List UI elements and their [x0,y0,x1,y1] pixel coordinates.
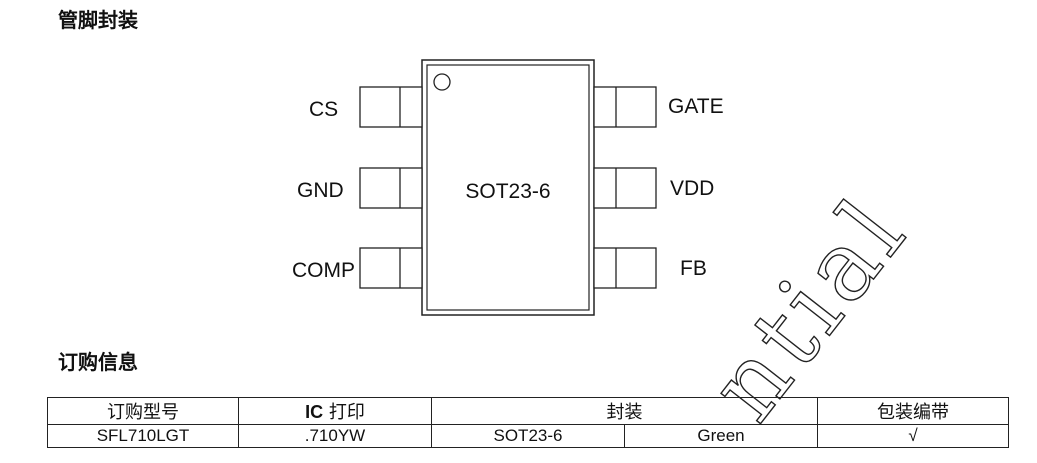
pin-comp [359,247,423,289]
pin1-marker [433,73,451,91]
cell-tape: √ [817,424,1009,448]
pin-label-gate: GATE [668,95,724,118]
pin-fb [593,247,657,289]
pin-cs [359,86,423,128]
order-info-table: 订购型号 IC 打印 封装 包装编带 SFL710LGT .710YW SOT2… [47,397,1009,448]
cell-part-number: SFL710LGT [47,424,239,448]
package-diagram [359,59,657,316]
pin-label-comp: COMP [292,259,355,282]
cell-package: SOT23-6 [431,424,625,448]
pin-gnd [359,167,423,209]
section-title-pin-package: 管脚封装 [58,8,138,32]
pin-label-fb: FB [680,257,707,280]
header-ic-marking: IC 打印 [238,397,432,425]
cell-marking: .710YW [238,424,432,448]
right-pins [593,86,657,289]
pin-vdd [593,167,657,209]
header-tape: 包装编带 [817,397,1009,425]
section-title-order-info: 订购信息 [58,350,138,374]
header-ic-marking-rest: 打印 [323,402,365,423]
pin-label-gnd: GND [297,179,344,202]
header-part-number: 订购型号 [47,397,239,425]
table-header-row: 订购型号 IC 打印 封装 包装编带 [47,397,1009,425]
pin-label-vdd: VDD [670,177,715,200]
header-package: 封装 [431,397,818,425]
table-row: SFL710LGT .710YW SOT23-6 Green √ [47,424,1009,448]
header-ic-marking-bold: IC [305,402,324,422]
pin-label-cs: CS [309,98,339,121]
pin-gate [593,86,657,128]
cell-grade: Green [624,424,818,448]
chip-body-outer [421,59,595,316]
left-pins [359,86,423,289]
chip-package-label: SOT23-6 [465,180,551,203]
chip-body-inner [426,64,590,311]
